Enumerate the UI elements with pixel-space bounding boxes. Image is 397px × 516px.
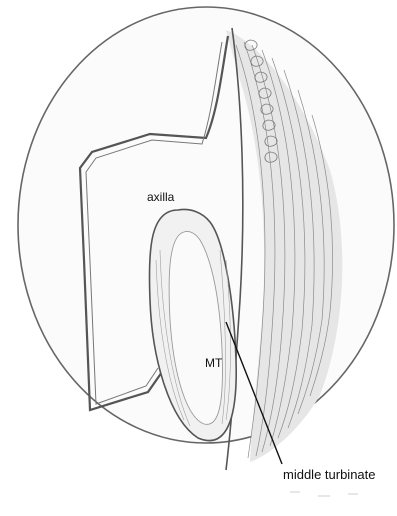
axilla-label: axilla <box>147 191 174 203</box>
scan-marks <box>290 492 358 496</box>
mt-label: MT <box>205 357 222 369</box>
middle-turbinate-label: middle turbinate <box>283 468 376 481</box>
